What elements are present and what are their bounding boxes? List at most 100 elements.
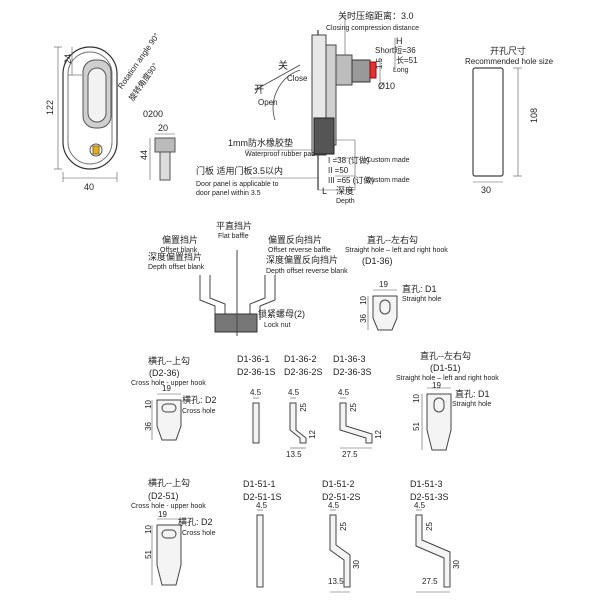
d151-h10: 10 <box>412 394 421 403</box>
d236-hole-en: Cross hole <box>182 408 216 415</box>
row51-t2: 4.5 <box>328 501 340 510</box>
panel-cn: 门板 适用门板3.5以内 <box>196 166 284 176</box>
row51-v30b: 30 <box>452 560 461 569</box>
row36-v25a: 25 <box>299 403 308 412</box>
d151-code: (D1-51) <box>430 363 461 373</box>
dim-h: H <box>396 36 403 46</box>
d251-title-cn: 横孔--上勾 <box>148 478 190 488</box>
row36-t1: 4.5 <box>250 388 262 397</box>
d251-code: (D2-51) <box>148 491 179 501</box>
d151-h51: 51 <box>412 422 421 431</box>
lock-nut-en: Lock nut <box>264 322 291 329</box>
row36-t3: 4.5 <box>338 388 350 397</box>
lock-front-view <box>62 46 118 170</box>
dim-24: 24 <box>63 54 73 65</box>
key-drawing <box>149 133 176 181</box>
d251-title-en: Cross hole - upper hook <box>131 503 206 510</box>
rubber-en: Waterproof rubber pad <box>245 151 316 158</box>
depth-offset-cn: 深度偏置挡片 <box>148 252 203 262</box>
d2-51-hook <box>151 518 182 586</box>
dim-20: 20 <box>158 123 169 133</box>
d151-title-en: Straight hole – left and right hook <box>396 375 499 382</box>
long-en: Long <box>393 67 409 74</box>
code-d1-51-2: D1-51-2 <box>322 479 355 489</box>
d251-h51: 51 <box>144 550 153 559</box>
row51-v25b: 25 <box>425 522 434 531</box>
rubber-cn: 1mm防水橡胶垫 <box>228 138 293 148</box>
flat-baffle-cn: 平直挡片 <box>216 221 253 231</box>
code-d2-51-3s: D2-51-3S <box>410 492 449 502</box>
row36-blanks <box>252 397 373 449</box>
open-cn: 开 <box>254 85 264 96</box>
offset-reverse-cn: 偏置反向挡片 <box>268 235 323 245</box>
d236-h36: 36 <box>144 422 153 431</box>
code-d1-51-3: D1-51-3 <box>410 479 443 489</box>
close-cn: 关 <box>278 61 288 72</box>
d236-title-cn: 横孔--上勾 <box>148 356 190 366</box>
custom-made-1: Custom made <box>366 157 410 164</box>
d236-h10: 10 <box>144 400 153 409</box>
d136-title-cn: 直孔--左右勾 <box>367 235 418 245</box>
code-d2-36-3s: D2-36-3S <box>333 367 372 377</box>
d251-hole-cn: 横孔: D2 <box>178 517 213 527</box>
offset-blank-en: Offset blank <box>160 247 198 254</box>
code-d2-36-1s: D2-36-1S <box>237 367 276 377</box>
close-en: Close <box>287 74 308 83</box>
dim-1-5: 1.5 <box>375 58 384 70</box>
depth-reverse-en: Depth offset reverse blank <box>266 268 348 275</box>
row36-v12b: 12 <box>374 430 383 439</box>
dim-122: 122 <box>45 100 55 116</box>
d136-code: (D1-36) <box>362 256 393 266</box>
compress-cn: 关时压缩距离：3.0 <box>338 11 414 21</box>
dim-40: 40 <box>84 182 95 192</box>
depth-ii50: II =50 <box>328 166 349 175</box>
d151-hole-cn: 直孔: D1 <box>455 389 490 399</box>
d136-title-en: Straight hole – left and right hook <box>345 247 448 254</box>
row36-b135: 13.5 <box>286 450 302 459</box>
offset-blank-cn: 偏置挡片 <box>162 235 199 245</box>
depth-offset-en: Depth offset blank <box>148 264 205 271</box>
dim-44: 44 <box>139 150 149 161</box>
d151-w19: 19 <box>432 381 441 390</box>
dia-10: Ø10 <box>378 81 396 91</box>
d136-w19: 19 <box>379 280 388 289</box>
model-0200: 0200 <box>143 109 164 119</box>
row51-v30a: 30 <box>352 560 361 569</box>
d1-51-hook <box>421 387 452 451</box>
row51-t1: 4.5 <box>256 501 268 510</box>
row51-b135: 13.5 <box>328 577 344 586</box>
custom-made-2: Custom made <box>366 177 410 184</box>
hole-size-cn: 开孔尺寸 <box>490 46 527 56</box>
d1-36-hook <box>367 289 398 331</box>
lock-nut-cn: 锁紧螺母(2) <box>258 309 305 319</box>
d251-w19: 19 <box>158 510 167 519</box>
row36-t2: 4.5 <box>288 388 300 397</box>
lock-front-dimensions <box>54 46 118 182</box>
row51-b275: 27.5 <box>422 577 438 586</box>
panel-en2: door panel within 3.5 <box>196 190 261 197</box>
code-d1-51-1: D1-51-1 <box>243 479 276 489</box>
row36-v25b: 25 <box>349 403 358 412</box>
row36-b275: 27.5 <box>342 450 358 459</box>
d251-h10: 10 <box>144 525 153 534</box>
row36-v12a: 12 <box>308 430 317 439</box>
d151-title-cn: 直孔--左右勾 <box>420 351 471 361</box>
depth-en: Depth <box>336 198 355 205</box>
offset-reverse-en: Offset reverse baffle <box>268 247 331 254</box>
depth-reverse-cn: 深度偏置反向挡片 <box>266 255 339 265</box>
row51-t3: 4.5 <box>414 501 426 510</box>
d236-w19: 19 <box>162 384 171 393</box>
row51-blanks <box>256 509 451 593</box>
open-en: Open <box>258 98 278 107</box>
d136-h10: 10 <box>359 296 368 305</box>
code-d2-51-2s: D2-51-2S <box>322 492 361 502</box>
depth-i38: I =38 (订做) <box>328 156 370 165</box>
flat-baffle-en: Flat baffle <box>218 233 249 240</box>
blank-assembly-drawing <box>199 250 276 336</box>
d236-title-en: Cross hole - upper hook <box>131 380 206 387</box>
d236-hole-cn: 横孔: D2 <box>182 395 217 405</box>
recommended-hole-drawing <box>472 67 522 183</box>
depth-iii65: III =65 (订做) <box>328 176 375 185</box>
row51-v25a: 25 <box>339 522 348 531</box>
